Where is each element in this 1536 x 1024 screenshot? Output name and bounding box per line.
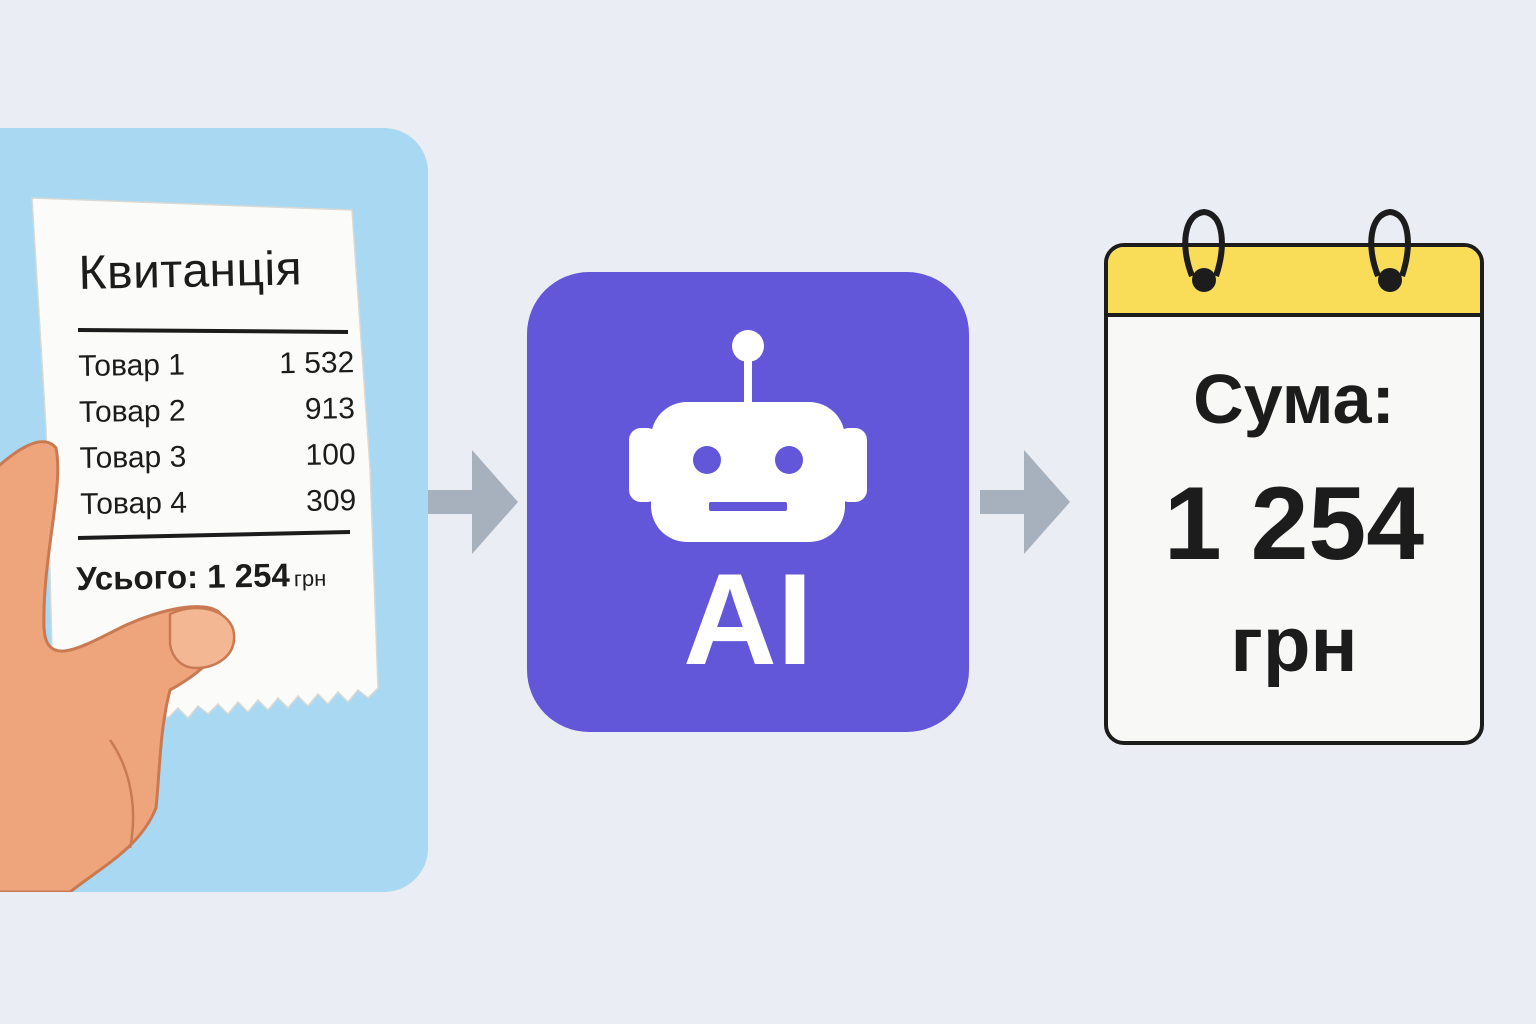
calendar-label: Сума: [1193,360,1395,438]
ai-tile: AI [527,272,969,732]
calendar-card: Сума: 1 254 грн [1104,243,1484,745]
receipt-items: Товар 1 1 532 Товар 2 913 Товар 3 100 То… [78,340,357,528]
receipt-row: Товар 1 1 532 [78,340,355,390]
receipt-row: Товар 2 913 [79,386,356,436]
receipt-total-value: 1 254 [206,556,291,595]
receipt-divider-bottom [77,530,351,540]
calendar-currency: грн [1230,600,1358,688]
receipt-title: Квитанція [78,242,303,300]
receipt-item-label: Товар 4 [80,486,188,521]
arrow-right-icon [980,450,1070,554]
receipt-total-label: Усього: [76,557,199,597]
receipt-panel: Квитанція Товар 1 1 532 Товар 2 913 Това… [0,128,428,892]
receipt-row: Товар 4 309 [80,478,357,528]
receipt-row: Товар 3 100 [79,432,356,482]
receipt-item-value: 1 532 [278,346,355,381]
receipt-divider-top [77,328,349,334]
ai-label: AI [683,546,813,692]
calendar-amount: 1 254 [1163,466,1425,582]
receipt-item-value: 100 [305,438,356,472]
robot-icon [629,330,867,542]
receipt-item-label: Товар 3 [79,440,187,475]
receipt-item-label: Товар 2 [78,394,186,429]
receipt-illustration [0,197,379,892]
arrow-right-icon [428,450,518,554]
receipt-total-currency: грн [293,565,327,592]
calendar-header [1108,247,1480,317]
receipt-item-value: 309 [305,484,357,518]
hand-illustration [0,440,236,892]
receipt-item-value: 913 [304,392,356,426]
receipt-item-label: Товар 1 [78,348,186,383]
calendar-rings-icon [1182,208,1411,292]
